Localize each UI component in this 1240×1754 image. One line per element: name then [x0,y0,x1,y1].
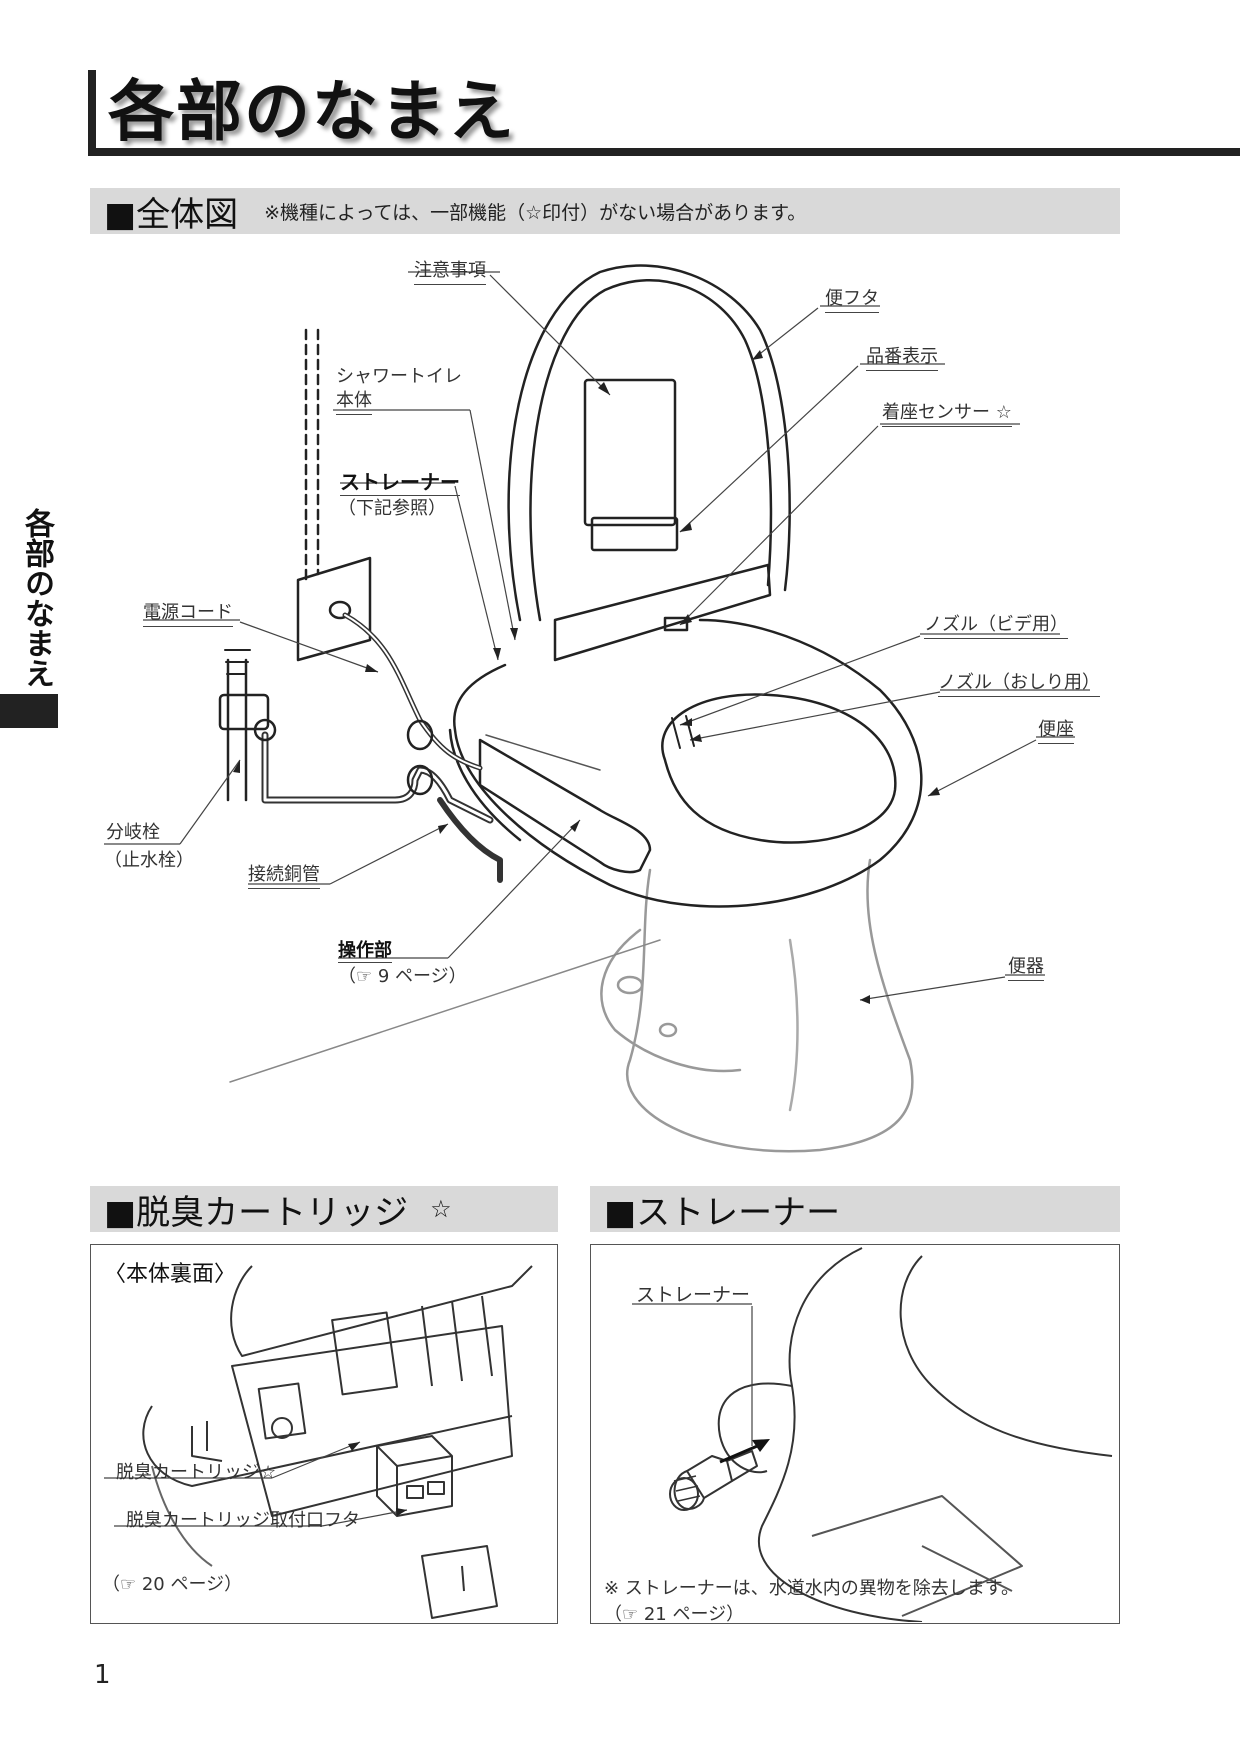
label-control-panel: 操作部 [338,936,392,963]
toilet-overview-illustration [104,264,1090,1153]
strainer-label: ストレーナー [636,1284,751,1306]
label-branch-valve: 分岐栓 [106,822,160,843]
deodorizer-header: ■脱臭カートリッジ ☆ [90,1186,558,1233]
label-stop-valve: （止水栓） [104,850,194,871]
label-control-ref: （☞ 9 ページ） [338,966,467,987]
label-model-number: 品番表示 [866,342,938,371]
overview-note: ※機種によっては、一部機能（☆印付）がない場合があります。 [264,201,807,224]
strainer-header-title: ■ストレーナー [604,1192,841,1233]
side-tab: 各部のなまえ [19,508,54,688]
page-number: 1 [94,1660,111,1690]
label-seat-sensor: 着座センサー ☆ [882,398,1012,427]
deodorizer-illustration [104,1265,533,1619]
overview-header: ■全体図 ※機種によっては、一部機能（☆印付）がない場合があります。 [90,188,1120,235]
label-strainer: ストレーナー [340,466,460,496]
deodorizer-box [90,1244,558,1624]
label-power-cord: 電源コード [143,598,233,627]
deodorizer-cover-label: 脱臭カートリッジ取付口フタ [126,1510,360,1531]
strainer-illustration [632,1247,1113,1622]
deodorizer-subtitle: 〈本体裏面〉 [104,1262,237,1287]
label-caution: 注意事項 [414,256,486,285]
side-tab-marker [0,694,58,728]
label-body-line2: 本体 [336,386,372,415]
label-bowl: 便器 [1008,952,1044,981]
strainer-ref: （☞ 21 ページ） [604,1604,745,1625]
overview-header-title: ■全体図 [104,194,239,235]
deodorizer-header-star: ☆ [430,1195,452,1223]
deodorizer-cartridge-label: 脱臭カートリッジ☆ [116,1462,277,1483]
label-copper-pipe: 接続銅管 [248,860,320,889]
label-nozzle-rear: ノズル（おしり用） [938,668,1100,697]
strainer-note: ※ ストレーナーは、水道水内の異物を除去します。 [604,1578,1020,1599]
label-body-line1: シャワートイレ [336,366,462,387]
strainer-header: ■ストレーナー [590,1186,1120,1233]
label-strainer-ref: （下記参照） [338,498,446,519]
title-bar-horizontal [88,148,1240,156]
strainer-box [590,1244,1120,1624]
label-lid: 便フタ [825,284,879,313]
label-seat: 便座 [1038,715,1074,744]
page-title: 各部のなまえ [108,73,516,150]
label-nozzle-bidet: ノズル（ビデ用） [924,610,1068,639]
deodorizer-header-title: ■脱臭カートリッジ [104,1192,409,1233]
title-bar-vertical [88,70,96,156]
deodorizer-ref: （☞ 20 ページ） [102,1574,243,1595]
